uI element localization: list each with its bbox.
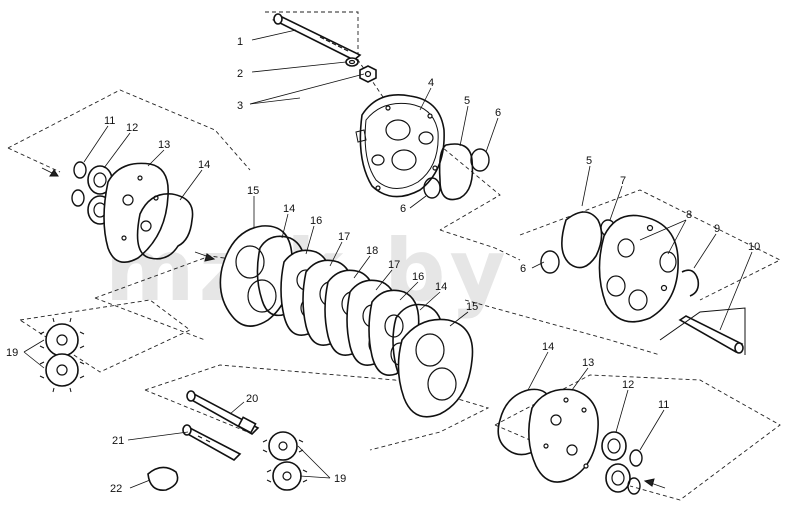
snap-ring-11-right (627, 449, 643, 495)
key-22 (147, 466, 179, 491)
callout-13-left: 13 (158, 139, 170, 151)
o-ring-6-right (540, 250, 560, 274)
callout-14-left: 14 (198, 159, 210, 171)
snap-ring-9 (681, 269, 700, 297)
callout-1: 1 (237, 36, 243, 48)
callout-17-center: 17 (338, 231, 350, 243)
callout-15-rear: 15 (466, 301, 478, 313)
callout-21: 21 (112, 435, 124, 447)
washer-2 (345, 57, 359, 67)
bearing-12-right (601, 431, 631, 493)
callout-7: 7 (620, 175, 626, 187)
dowel-pin-10 (659, 307, 746, 355)
callout-17b-center: 17 (388, 259, 400, 271)
callout-19-left: 19 (6, 347, 18, 359)
bolt-1 (272, 13, 362, 61)
callout-5-right: 5 (586, 155, 592, 167)
callout-16b-center: 16 (412, 271, 424, 283)
callout-2: 2 (237, 68, 243, 80)
callout-6-right: 6 (520, 263, 526, 275)
o-ring-5-right (561, 211, 603, 269)
arrow-mid-assembly (194, 251, 216, 262)
callout-14b-center: 14 (435, 281, 447, 293)
callout-6-top: 6 (495, 107, 501, 119)
callout-labels: 1 2 3 4 5 6 6 5 7 8 9 10 6 11 12 13 14 1… (6, 36, 760, 495)
callout-14-center: 14 (283, 203, 295, 215)
seal-14-left (136, 193, 194, 260)
callout-11-right: 11 (658, 399, 669, 411)
callout-3: 3 (237, 100, 243, 112)
callout-12-right: 12 (622, 379, 634, 391)
callout-9: 9 (714, 223, 720, 235)
arrow-left-assembly (41, 167, 59, 177)
gear-19-left (39, 317, 85, 393)
nut-3 (359, 65, 377, 83)
rear-housing-8 (598, 214, 679, 323)
snap-ring-11-left (71, 161, 87, 207)
bearing-12-left (87, 165, 113, 225)
callout-20: 20 (246, 393, 258, 405)
callout-14-right: 14 (542, 341, 554, 353)
arrow-lower-right (643, 478, 666, 489)
gear-19-right (262, 431, 308, 491)
callout-5-top: 5 (464, 95, 470, 107)
callout-11-left: 11 (104, 115, 115, 127)
callout-10: 10 (748, 241, 760, 253)
callout-15-front: 15 (247, 185, 259, 197)
callout-6-top-lower: 6 (400, 203, 406, 215)
o-ring-6-top (423, 148, 490, 199)
callout-4: 4 (428, 77, 434, 89)
housing-cover-4 (355, 94, 445, 198)
callout-16-center: 16 (310, 215, 322, 227)
callout-19-right: 19 (334, 473, 346, 485)
o-ring-5-top (438, 143, 474, 201)
callout-22: 22 (110, 483, 122, 495)
gear-housing-15-front (219, 225, 293, 327)
drive-shaft-20 (186, 390, 260, 435)
callout-13-right: 13 (582, 357, 594, 369)
callout-12-left: 12 (126, 122, 138, 134)
idler-shaft-21 (182, 424, 242, 461)
callout-8: 8 (686, 209, 692, 221)
wear-plate-13-right (528, 388, 599, 483)
gear-housing-15-rear (397, 318, 474, 418)
callout-18: 18 (366, 245, 378, 257)
leader-lines (23, 29, 753, 489)
wear-plate-13-left (103, 162, 169, 264)
